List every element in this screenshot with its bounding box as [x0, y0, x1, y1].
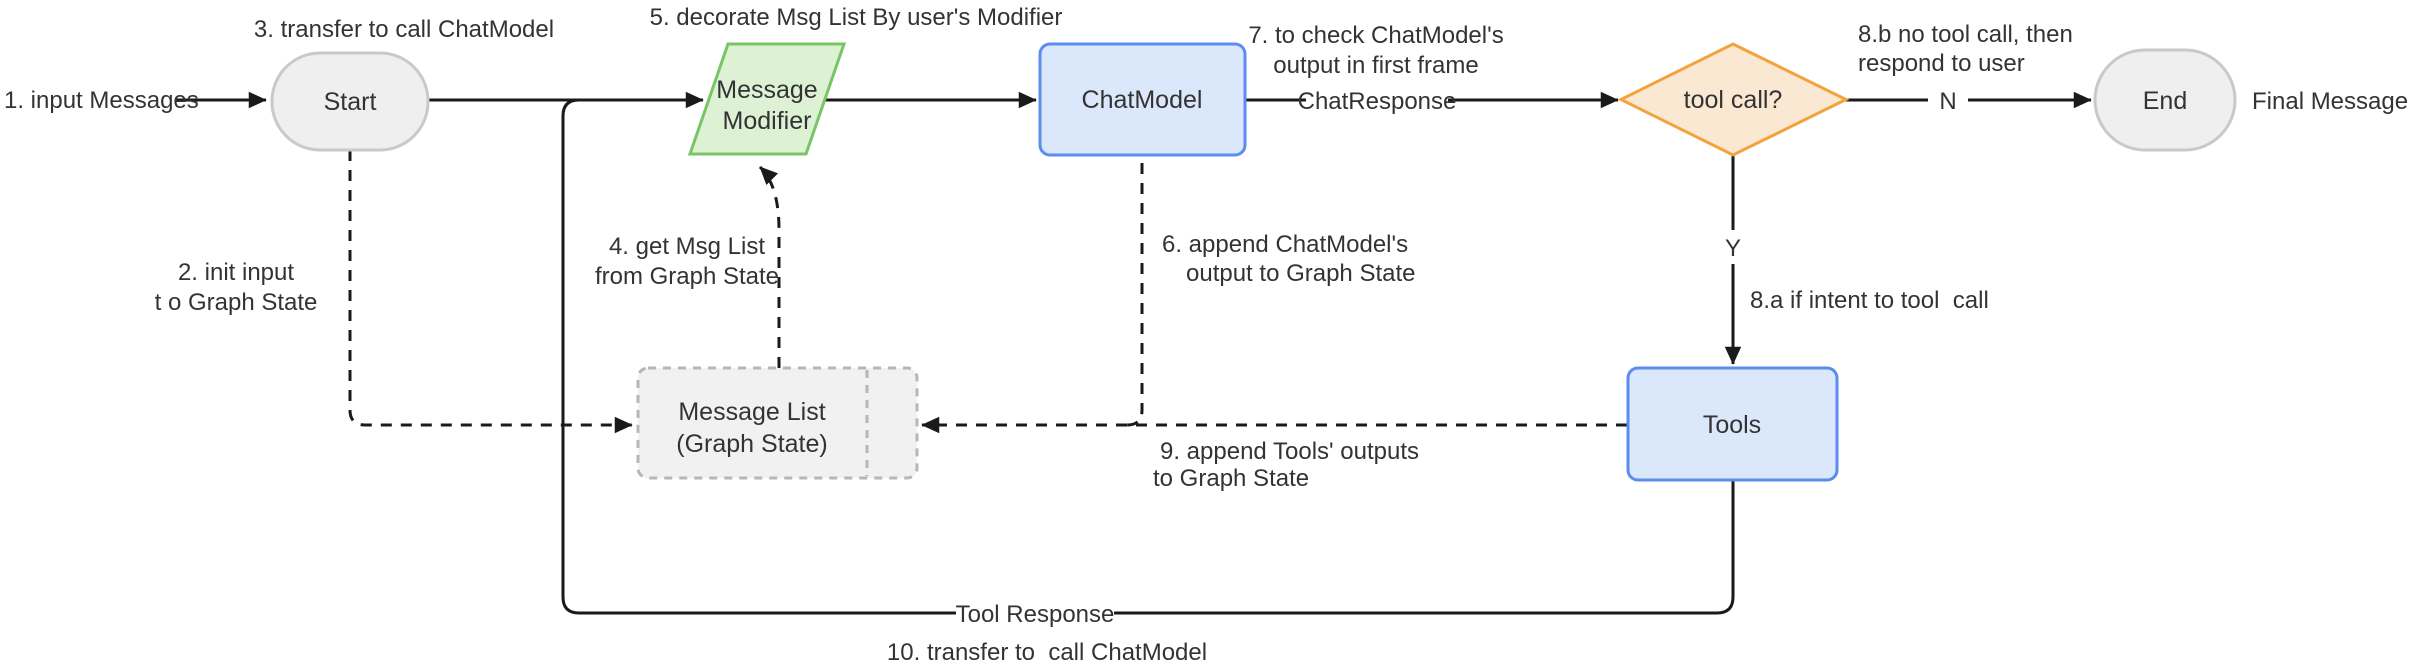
tools-label: Tools	[1703, 411, 1761, 439]
label-init-input-line2: t o Graph State	[155, 289, 318, 316]
label-append-tools-line2: to Graph State	[1153, 465, 1309, 492]
label-transfer-to-call: 3. transfer to call ChatModel	[254, 16, 554, 43]
label-yes: Y	[1725, 235, 1741, 262]
edge-tool-response-loop	[561, 98, 1735, 615]
node-message-list	[636, 366, 919, 480]
label-init-input-line1: 2. init input	[178, 259, 294, 286]
label-append-chatmodel-line2: output to Graph State	[1186, 260, 1416, 287]
message-list-label-line1: Message List	[678, 398, 825, 426]
label-if-intent-tool-call: 8.a if intent to tool call	[1750, 287, 1989, 314]
label-tool-response: Tool Response	[956, 601, 1115, 628]
node-message-modifier	[687, 42, 847, 156]
node-tool-call-decision	[1617, 42, 1850, 157]
label-bg-yes	[1715, 230, 1751, 264]
label-check-output-line1: 7. to check ChatModel's	[1248, 22, 1503, 49]
label-final-message: Final Message	[2252, 88, 2408, 115]
label-no-tool-call-line2: respond to user	[1858, 50, 2025, 77]
label-bg-chatresponse	[1306, 84, 1448, 116]
message-modifier-label-line1: Message	[716, 76, 817, 104]
label-no: N	[1939, 88, 1956, 115]
label-bg-no	[1928, 84, 1968, 116]
label-transfer-bottom: 10. transfer to call ChatModel	[887, 639, 1207, 664]
label-get-msg-list-line1: 4. get Msg List	[609, 233, 765, 260]
message-list-label-line2: (Graph State)	[676, 430, 827, 458]
label-no-tool-call-line1: 8.b no tool call, then	[1858, 21, 2073, 48]
edge-chatmodel-to-graphstate	[1126, 163, 1144, 427]
message-modifier-label-line2: Modifier	[723, 107, 812, 135]
label-chat-response: ChatResponse	[1298, 88, 1457, 115]
node-chatmodel	[1038, 42, 1247, 157]
end-label: End	[2143, 87, 2187, 115]
label-append-tools-line1: 9. append Tools' outputs	[1160, 438, 1419, 465]
label-input-messages: 1. input Messages	[4, 87, 199, 114]
label-get-msg-list-line2: from Graph State	[595, 263, 779, 290]
tool-call-decision-label: tool call?	[1684, 86, 1783, 114]
node-end	[2093, 48, 2237, 152]
chatmodel-label: ChatModel	[1082, 86, 1203, 114]
label-bg-toolresponse	[956, 597, 1114, 629]
node-tools	[1626, 366, 1839, 482]
node-start	[270, 51, 430, 152]
label-check-output-line2: output in first frame	[1273, 52, 1478, 79]
edge-messagelist-to-modifier	[758, 165, 781, 368]
start-label: Start	[324, 88, 377, 116]
edge-start-to-messagelist	[348, 150, 633, 434]
label-decorate-msg-list: 5. decorate Msg List By user's Modifier	[650, 4, 1063, 31]
label-append-chatmodel-line1: 6. append ChatModel's	[1162, 231, 1408, 258]
